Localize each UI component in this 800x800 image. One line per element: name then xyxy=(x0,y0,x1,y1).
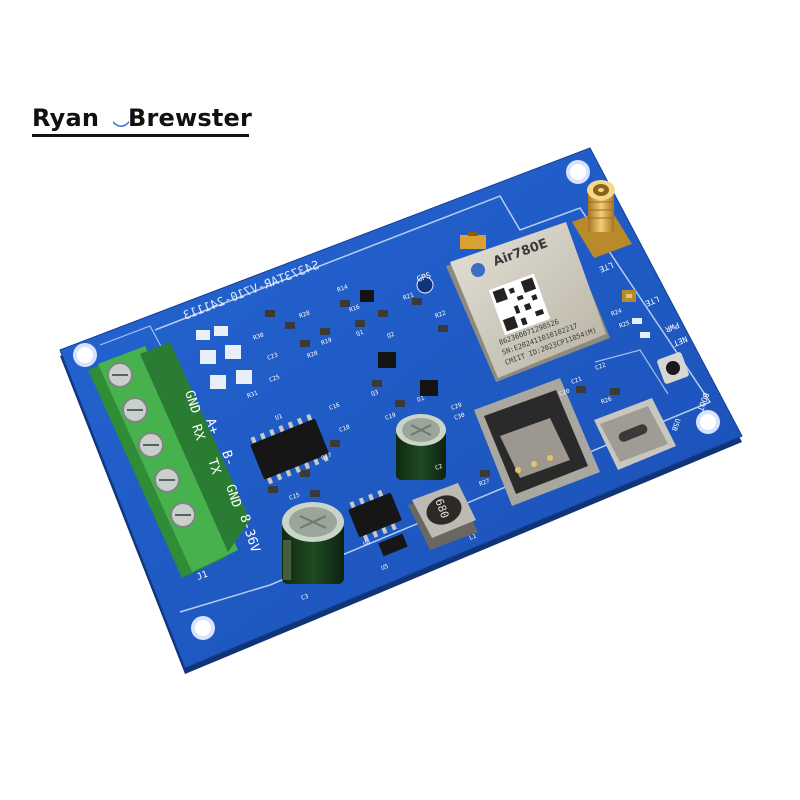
ref-c20: C20 xyxy=(558,387,571,397)
soic-chip-u8 xyxy=(348,489,408,557)
cellular-module: Air780E 862360071298526 SN:E202411010102… xyxy=(446,222,610,382)
ref-c3: C3 xyxy=(300,593,310,602)
ref-c2: C2 xyxy=(434,463,444,472)
watermark-swoosh-icon xyxy=(113,121,129,127)
ref-c18: C18 xyxy=(338,423,351,433)
ref-r27: R27 xyxy=(478,477,491,487)
ref-q1: Q1 xyxy=(355,329,365,338)
ref-q3: Q3 xyxy=(370,389,380,398)
ref-r28: R28 xyxy=(298,309,311,319)
ref-r31: R31 xyxy=(246,389,259,399)
capacitor-c2 xyxy=(396,414,446,480)
capacitor-c3 xyxy=(282,502,344,584)
ref-d1: D1 xyxy=(416,395,426,404)
ref-l1: L1 xyxy=(468,533,478,542)
ref-u5: U5 xyxy=(380,563,390,572)
ref-r16: R16 xyxy=(348,303,361,313)
ref-u8: U8 xyxy=(362,539,372,548)
smd-components xyxy=(196,232,650,497)
ref-u1: U1 xyxy=(274,413,284,422)
boot-button xyxy=(657,352,689,384)
ref-c21: C21 xyxy=(570,375,583,385)
ref-q2: Q2 xyxy=(386,331,396,340)
component-refs: C3 C2 C15 C16 C23 C25 C29 C30 R14 R16 R1… xyxy=(246,283,631,601)
ref-c16: C16 xyxy=(328,401,341,411)
ref-c29: C29 xyxy=(450,401,463,411)
sma-antenna-connector xyxy=(572,180,632,258)
ref-r19: R19 xyxy=(320,336,333,346)
ref-c22: C22 xyxy=(594,361,607,371)
ref-r25: R25 xyxy=(618,319,631,329)
terminal-label-gnd: GND xyxy=(181,389,203,416)
mounting-holes xyxy=(73,160,720,640)
ref-r14: R14 xyxy=(336,283,349,293)
watermark-underline xyxy=(32,134,249,137)
ref-c30: C30 xyxy=(453,411,466,421)
sim-card-slot xyxy=(474,378,600,506)
label-usb: USB xyxy=(670,417,682,432)
inductor-l1: 680 xyxy=(408,483,478,550)
watermark-text-right: Brewster xyxy=(128,104,253,132)
terminal-label-b-minus: B- xyxy=(218,449,237,469)
ref-c19: C19 xyxy=(384,411,397,421)
ref-c15: C15 xyxy=(288,491,301,501)
terminal-label-rx: RX xyxy=(188,423,207,443)
ref-r26: R26 xyxy=(600,395,613,405)
ref-c17: C17 xyxy=(320,451,333,461)
terminal-label-gnd-2: GND xyxy=(222,483,244,510)
watermark-logo: Ryan Brewster xyxy=(32,104,252,140)
watermark-text-left: Ryan xyxy=(32,104,100,132)
terminal-label-a-plus: A+ xyxy=(202,417,221,437)
ref-r20: R20 xyxy=(306,349,319,359)
ref-r21: R21 xyxy=(402,291,415,301)
ref-r24: R24 xyxy=(610,307,623,317)
usb-c-connector xyxy=(594,398,676,470)
module-qr-code xyxy=(488,273,551,336)
terminal-block xyxy=(88,342,250,578)
soic-chip-u5 xyxy=(250,413,329,485)
terminal-screws xyxy=(107,362,196,528)
ref-r30: R30 xyxy=(252,331,265,341)
terminal-label-tx: TX xyxy=(204,457,223,477)
ref-c25: C25 xyxy=(268,373,281,383)
terminal-ref-label: J1 xyxy=(196,570,210,583)
inductor-marking: 680 xyxy=(432,497,451,520)
ref-c23: C23 xyxy=(266,351,279,361)
ref-r22: R22 xyxy=(434,309,447,319)
